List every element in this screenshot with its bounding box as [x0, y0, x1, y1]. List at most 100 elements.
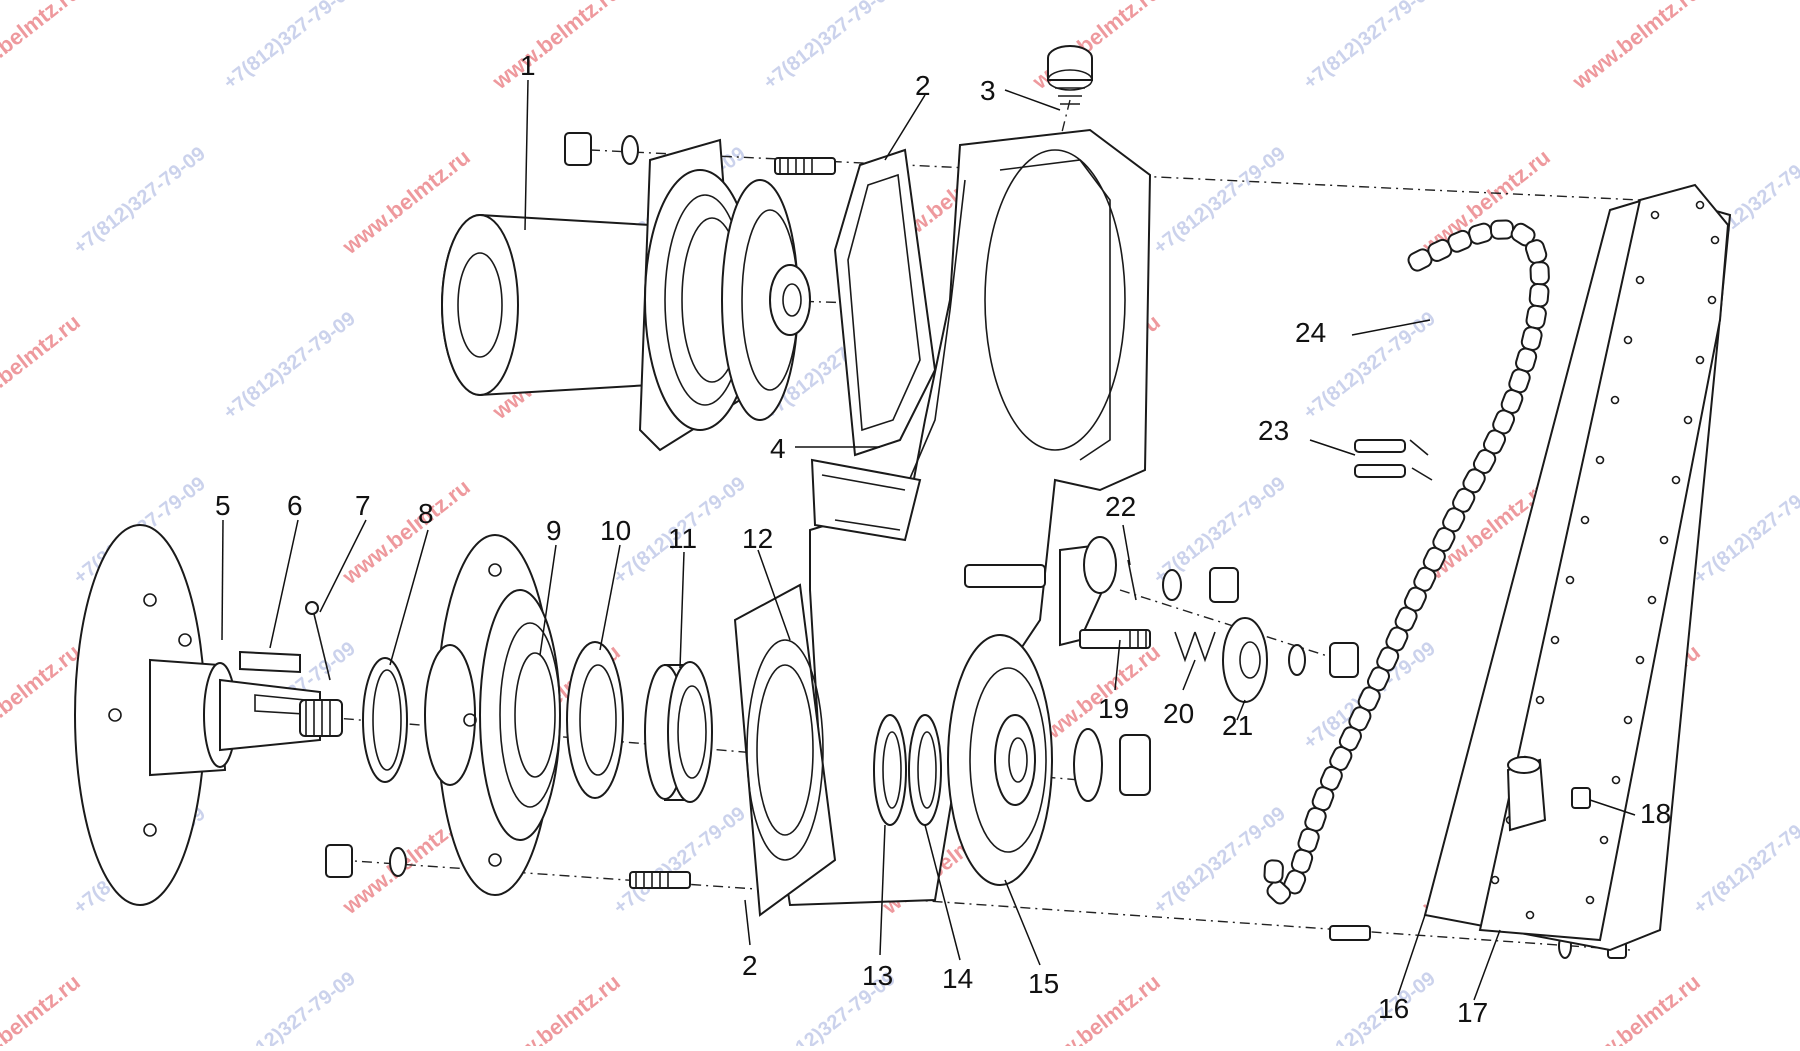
- cover-bolt-hole: [1611, 775, 1621, 785]
- chain-link: [1266, 880, 1292, 905]
- top-fasteners: [564, 132, 836, 175]
- chain-link: [1525, 304, 1547, 330]
- part-3-plug: [1047, 45, 1093, 105]
- cover-bolt-hole: [1610, 395, 1620, 405]
- chain-link: [1529, 261, 1550, 286]
- watermark-site: www.belmtz.ru: [0, 0, 85, 95]
- watermark-phone: +7(812)327-79-09: [760, 0, 900, 94]
- part-11-bearing: [644, 661, 713, 803]
- cover-bolt-hole: [1650, 210, 1660, 220]
- cover-bolt-hole: [1635, 275, 1645, 285]
- tensioner-assembly: [964, 536, 1359, 703]
- watermark-site: www.belmtz.ru: [0, 639, 85, 754]
- cover-bolt-hole: [1565, 575, 1575, 585]
- label-17: 17: [1457, 997, 1488, 1028]
- label-14: 14: [942, 963, 973, 994]
- cover-bolt-hole: [1707, 295, 1717, 305]
- part-1-flanged-sleeve: [441, 138, 756, 452]
- label-10: 10: [600, 515, 631, 546]
- cover-bolt-hole: [1550, 635, 1560, 645]
- cover-bolt-hole: [1490, 875, 1500, 885]
- cover-bolt-hole: [1535, 695, 1545, 705]
- part-labels: 1 2 3 4 5 6 7 8 9 10 11 12 2 13 14 15 16…: [215, 50, 1671, 1028]
- label-16: 16: [1378, 993, 1409, 1024]
- part-5-hub: [74, 524, 343, 906]
- upper-sprocket: [721, 179, 811, 421]
- label-21: 21: [1222, 710, 1253, 741]
- chain-link: [1263, 859, 1284, 884]
- part-7-pin: [305, 601, 331, 681]
- watermark-phone: +7(812)327-79-09: [1690, 803, 1800, 919]
- label-15: 15: [1028, 968, 1059, 999]
- label-11: 11: [668, 523, 697, 554]
- cover-bolt-hole: [1623, 335, 1633, 345]
- watermark-site: www.belmtz.ru: [0, 969, 85, 1046]
- watermark-phone: +7(812)327-79-09: [1150, 143, 1290, 259]
- cover-bolt-hole: [1659, 535, 1669, 545]
- cover-bolt-hole: [1585, 895, 1595, 905]
- watermark-phone: +7(812)327-79-09: [1300, 0, 1440, 94]
- part-18-plug: [1506, 756, 1591, 832]
- label-19: 19: [1098, 693, 1129, 724]
- part-2-gasket-top: [833, 148, 937, 457]
- label-8: 8: [418, 498, 434, 529]
- label-2-bottom: 2: [742, 950, 758, 981]
- cover-bolt-hole: [1623, 715, 1633, 725]
- watermark-phone: +7(812)327-79-09: [220, 0, 360, 94]
- watermark-site: www.belmtz.ru: [487, 969, 625, 1046]
- label-3: 3: [980, 75, 996, 106]
- part-15-lower-sprocket: [947, 634, 1151, 886]
- cover-bolt-hole: [1671, 475, 1681, 485]
- watermark-phone: +7(812)327-79-09: [1690, 473, 1800, 589]
- part-24-chain: [1263, 219, 1550, 905]
- cover-bolt-hole: [1525, 910, 1535, 920]
- watermark-site: www.belmtz.ru: [487, 0, 625, 95]
- watermark-phone: +7(812)327-79-09: [610, 803, 750, 919]
- bottom-fasteners: [325, 844, 1627, 959]
- watermark-site: www.belmtz.ru: [1567, 969, 1705, 1046]
- cover-bolt-hole: [1647, 595, 1657, 605]
- label-9: 9: [546, 515, 562, 546]
- chain-link: [1524, 239, 1548, 265]
- part-14-ring: [908, 714, 942, 826]
- label-20: 20: [1163, 698, 1194, 729]
- cover-bolt-hole: [1595, 455, 1605, 465]
- label-4: 4: [770, 433, 786, 464]
- label-5: 5: [215, 490, 231, 521]
- cover-bolt-hole: [1635, 655, 1645, 665]
- chain-link: [1520, 326, 1543, 351]
- watermark-phone: +7(812)327-79-09: [1300, 968, 1440, 1046]
- part-12-gasket-lower: [733, 583, 837, 917]
- label-6: 6: [287, 490, 303, 521]
- watermark-phone: +7(812)327-79-09: [220, 968, 360, 1046]
- label-22: 22: [1105, 491, 1136, 522]
- chain-link: [1489, 219, 1515, 240]
- label-24: 24: [1295, 317, 1326, 348]
- watermark-site: www.belmtz.ru: [1567, 0, 1705, 95]
- leader-lines: [221, 79, 1636, 1001]
- part-8-ring: [362, 657, 408, 783]
- label-23: 23: [1258, 415, 1289, 446]
- cover-bolt-hole: [1683, 415, 1693, 425]
- label-7: 7: [355, 490, 371, 521]
- label-13: 13: [862, 960, 893, 991]
- label-1: 1: [520, 50, 536, 81]
- watermark-phone: +7(812)327-79-09: [220, 308, 360, 424]
- label-18: 18: [1640, 798, 1671, 829]
- label-12: 12: [742, 523, 773, 554]
- cover-bolt-hole: [1599, 835, 1609, 845]
- cover-bolt-hole: [1580, 515, 1590, 525]
- watermark-site: www.belmtz.ru: [0, 309, 85, 424]
- chain-link: [1528, 283, 1550, 308]
- part-23-connecting-link: [1354, 439, 1433, 481]
- label-2: 2: [915, 70, 931, 101]
- cover-bolt-hole: [1695, 355, 1705, 365]
- part-4-chain-housing: [778, 128, 1152, 907]
- part-10-seal: [566, 641, 624, 799]
- watermark-phone: +7(812)327-79-09: [70, 143, 210, 259]
- cover-bolt-hole: [1710, 235, 1720, 245]
- cover-bolt-hole: [1695, 200, 1705, 210]
- part-13-ring: [873, 714, 907, 826]
